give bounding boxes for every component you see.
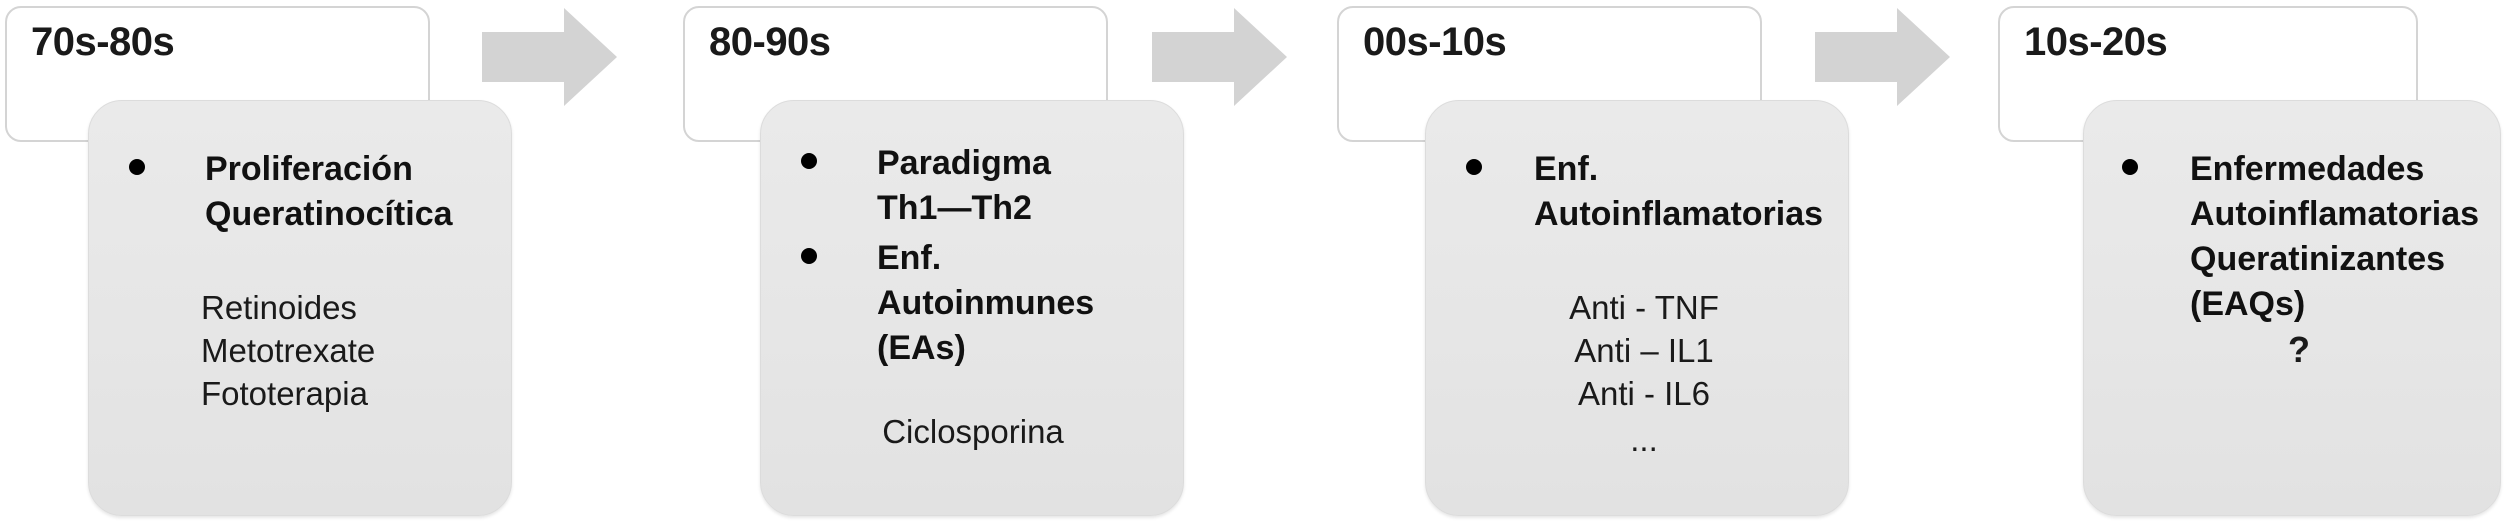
bullet-label: Enf. Autoinmunes (EAs) (877, 239, 1095, 367)
bullet-dot-icon (801, 248, 817, 264)
bullet-item: Enfermedades Autoinflamatorias Queratini… (2122, 147, 2492, 327)
bullet-label: Enfermedades Autoinflamatorias Queratini… (2190, 150, 2480, 323)
arrow-2 (1152, 8, 1287, 106)
bullet-label: Paradigma Th1—Th2 (877, 144, 1051, 227)
decade-label-2: 80-90s (709, 20, 831, 64)
arrow-1 (482, 8, 617, 106)
arrow-3 (1815, 8, 1950, 106)
panel-card-1: Proliferación Queratinocítica Retinoides… (88, 100, 512, 516)
panel-card-3: Enf. Autoinflamatorias Anti - TNF Anti –… (1425, 100, 1849, 516)
bullet-label: Enf. Autoinflamatorias (1534, 150, 1824, 233)
bullet-dot-icon (129, 159, 145, 175)
panel-card-4: Enfermedades Autoinflamatorias Queratini… (2083, 100, 2501, 516)
ellipsis-text: ... (1630, 421, 1658, 458)
treatment-list: Retinoides Metotrexate Fototerapia (201, 289, 376, 412)
bullet-label: Proliferación Queratinocítica (205, 150, 453, 233)
bullet-item: Enf. Autoinflamatorias (1466, 147, 1836, 237)
bullet-dot-icon (2122, 159, 2138, 175)
bullet-item: Proliferación Queratinocítica (129, 147, 489, 237)
treatment-list: Ciclosporina (882, 413, 1064, 450)
decade-label-1: 70s-80s (31, 20, 175, 64)
bullet-item: Paradigma Th1—Th2 (801, 141, 1161, 231)
bullet-item: Enf. Autoinmunes (EAs) (801, 236, 1161, 371)
bullet-dot-icon (1466, 159, 1482, 175)
bullet-dot-icon (801, 153, 817, 169)
treatment-list: Anti - TNF Anti – IL1 Anti - IL6 (1569, 289, 1719, 412)
decade-label-3: 00s-10s (1363, 20, 1507, 64)
decade-label-4: 10s-20s (2024, 20, 2168, 64)
panel-card-2: Paradigma Th1—Th2 Enf. Autoinmunes (EAs)… (760, 100, 1184, 516)
question-mark-text: ? (2288, 329, 2310, 370)
